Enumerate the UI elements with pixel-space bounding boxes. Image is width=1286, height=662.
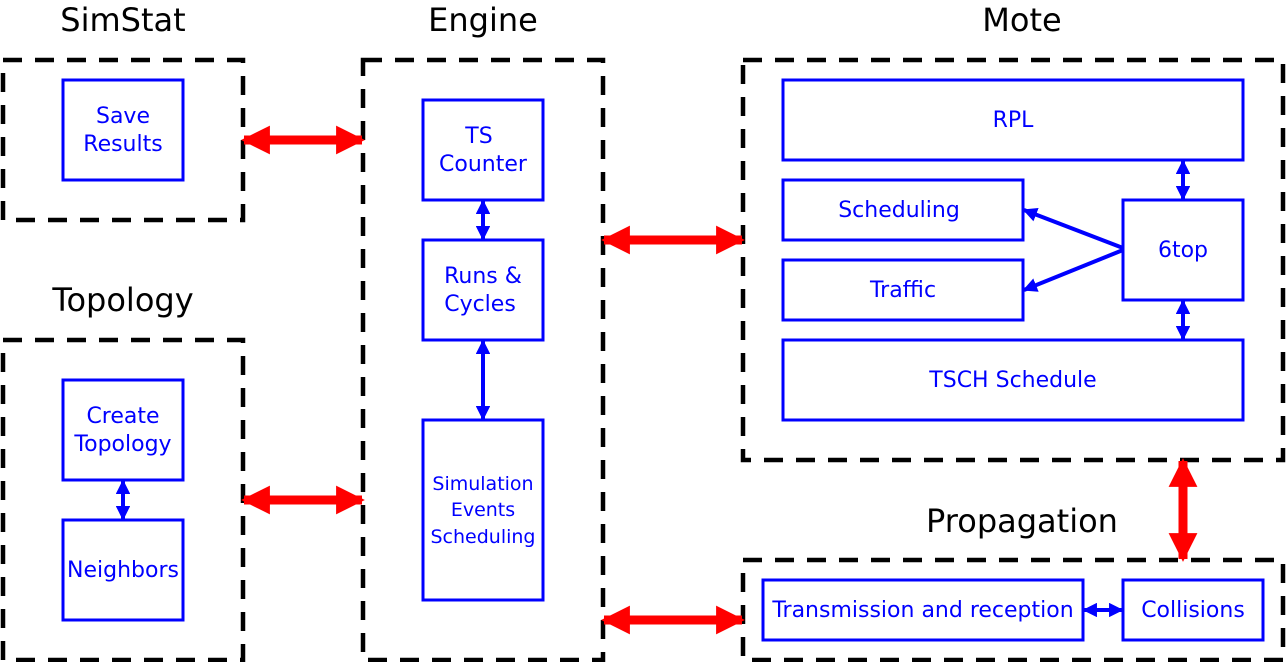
rpl-box: [781, 78, 1245, 162]
transmission-label: Transmission and reception: [771, 598, 1073, 623]
sixtop-scheduling-arrow: [1022, 207, 1124, 250]
ts-counter-label-1: TS: [464, 124, 492, 149]
save-results-label-2: Results: [83, 132, 162, 157]
group-engine: [360, 57, 606, 662]
traffic-label: Traffic: [869, 278, 936, 303]
group-title-simstat: SimStat: [60, 1, 185, 39]
simulation-events-label-1: Simulation: [432, 473, 533, 495]
scheduling-label: Scheduling: [838, 198, 960, 223]
sixtop-label: 6top: [1158, 238, 1208, 263]
save-results-label-1: Save: [96, 104, 150, 129]
rpl-label: RPL: [993, 108, 1035, 133]
group-mote: [740, 57, 1286, 463]
group-title-propagation: Propagation: [926, 502, 1118, 540]
tsch-schedule-box: [781, 338, 1245, 422]
create-topology-box: [61, 378, 185, 482]
create-topology-label-1: Create: [86, 404, 159, 429]
tsch-schedule-label: TSCH Schedule: [928, 368, 1096, 393]
neighbors-box: [61, 518, 185, 622]
simulation-events-box: [421, 418, 545, 602]
neighbors-label: Neighbors: [67, 558, 179, 583]
traffic-box: [781, 258, 1025, 322]
group-title-engine: Engine: [428, 1, 538, 39]
ts-counter-label-2: Counter: [439, 152, 528, 177]
group-title-mote: Mote: [982, 1, 1061, 39]
simulation-events-label-3: Scheduling: [430, 526, 535, 548]
collisions-label: Collisions: [1141, 598, 1245, 623]
save-results-box: [61, 78, 185, 182]
runs-cycles-box: [421, 238, 545, 342]
simulation-events-label-2: Events: [451, 499, 515, 521]
runs-cycles-label-2: Cycles: [444, 292, 516, 317]
create-topology-label-2: Topology: [73, 432, 171, 457]
ts-counter-box: [421, 98, 545, 202]
sixtop-traffic-arrow: [1022, 248, 1124, 292]
group-title-topology: Topology: [51, 281, 193, 319]
runs-cycles-label-1: Runs &: [444, 264, 522, 289]
